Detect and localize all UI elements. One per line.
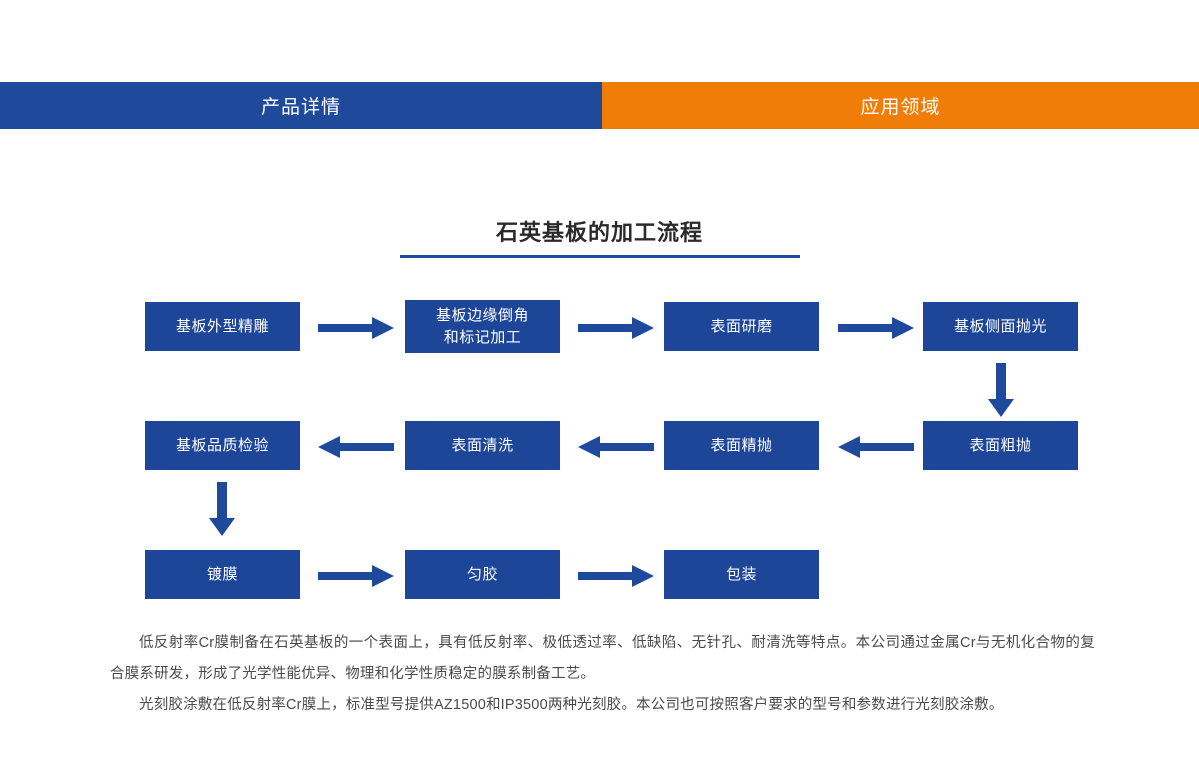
flow-node-n10[interactable]: 匀胶 xyxy=(405,550,560,599)
flow-node-n8-label: 基板品质检验 xyxy=(175,436,269,454)
flow-node-n4[interactable]: 基板侧面抛光 xyxy=(923,302,1078,351)
flow-arrow-right-n3-n4 xyxy=(838,317,914,339)
flow-node-n2[interactable]: 基板边缘倒角 和标记加工 xyxy=(405,300,560,353)
flow-arrow-down-n8-n9 xyxy=(209,482,235,536)
tab-product-details-label: 产品详情 xyxy=(260,97,341,118)
flow-node-n3-label: 表面研磨 xyxy=(710,317,773,335)
description-paragraph-1: 低反射率Cr膜制备在石英基板的一个表面上，具有低反射率、极低透过率、低缺陷、无针… xyxy=(110,635,1095,682)
flow-node-n7[interactable]: 表面清洗 xyxy=(405,421,560,470)
flow-node-n11[interactable]: 包装 xyxy=(664,550,819,599)
flow-arrow-right-n10-n11 xyxy=(578,565,654,587)
flow-arrow-left-n5-n6 xyxy=(838,436,914,458)
flow-arrow-right-n1-n2 xyxy=(318,317,394,339)
flow-arrow-down-n4-n5 xyxy=(988,363,1014,417)
flow-node-n1[interactable]: 基板外型精雕 xyxy=(145,302,300,351)
tab-bar: 产品详情 应用领域 xyxy=(0,82,1199,129)
flow-node-n6-label: 表面精抛 xyxy=(710,436,773,454)
tab-product-details[interactable]: 产品详情 xyxy=(0,82,602,129)
flow-node-n4-label: 基板侧面抛光 xyxy=(953,317,1047,335)
flow-arrow-right-n9-n10 xyxy=(318,565,394,587)
title-underline-rule xyxy=(400,255,800,258)
flow-node-n9[interactable]: 镀膜 xyxy=(145,550,300,599)
flow-node-n5-label: 表面粗抛 xyxy=(969,436,1032,454)
flow-node-n5[interactable]: 表面粗抛 xyxy=(923,421,1078,470)
tab-application-areas[interactable]: 应用领域 xyxy=(602,82,1199,129)
flow-node-n6[interactable]: 表面精抛 xyxy=(664,421,819,470)
section-header: 石英基板的加工流程 xyxy=(0,218,1199,248)
flow-arrow-right-n2-n3 xyxy=(578,317,654,339)
description-paragraph-2: 光刻胶涂敷在低反射率Cr膜上，标准型号提供AZ1500和IP3500两种光刻胶。… xyxy=(139,697,1004,713)
description-text: 低反射率Cr膜制备在石英基板的一个表面上，具有低反射率、极低透过率、低缺陷、无针… xyxy=(110,628,1095,721)
tab-application-areas-label: 应用领域 xyxy=(860,97,941,118)
flow-node-n10-label: 匀胶 xyxy=(466,565,498,583)
page-title: 石英基板的加工流程 xyxy=(495,220,703,245)
flow-node-n8[interactable]: 基板品质检验 xyxy=(145,421,300,470)
flow-node-n11-label: 包装 xyxy=(725,565,757,583)
flow-node-n1-label: 基板外型精雕 xyxy=(175,317,269,335)
flow-node-n7-label: 表面清洗 xyxy=(451,436,514,454)
flow-arrow-left-n6-n7 xyxy=(578,436,654,458)
flow-node-n9-label: 镀膜 xyxy=(206,565,238,583)
flow-arrow-left-n7-n8 xyxy=(318,436,394,458)
flow-node-n2-label: 基板边缘倒角 和标记加工 xyxy=(435,306,529,346)
flow-node-n3[interactable]: 表面研磨 xyxy=(664,302,819,351)
